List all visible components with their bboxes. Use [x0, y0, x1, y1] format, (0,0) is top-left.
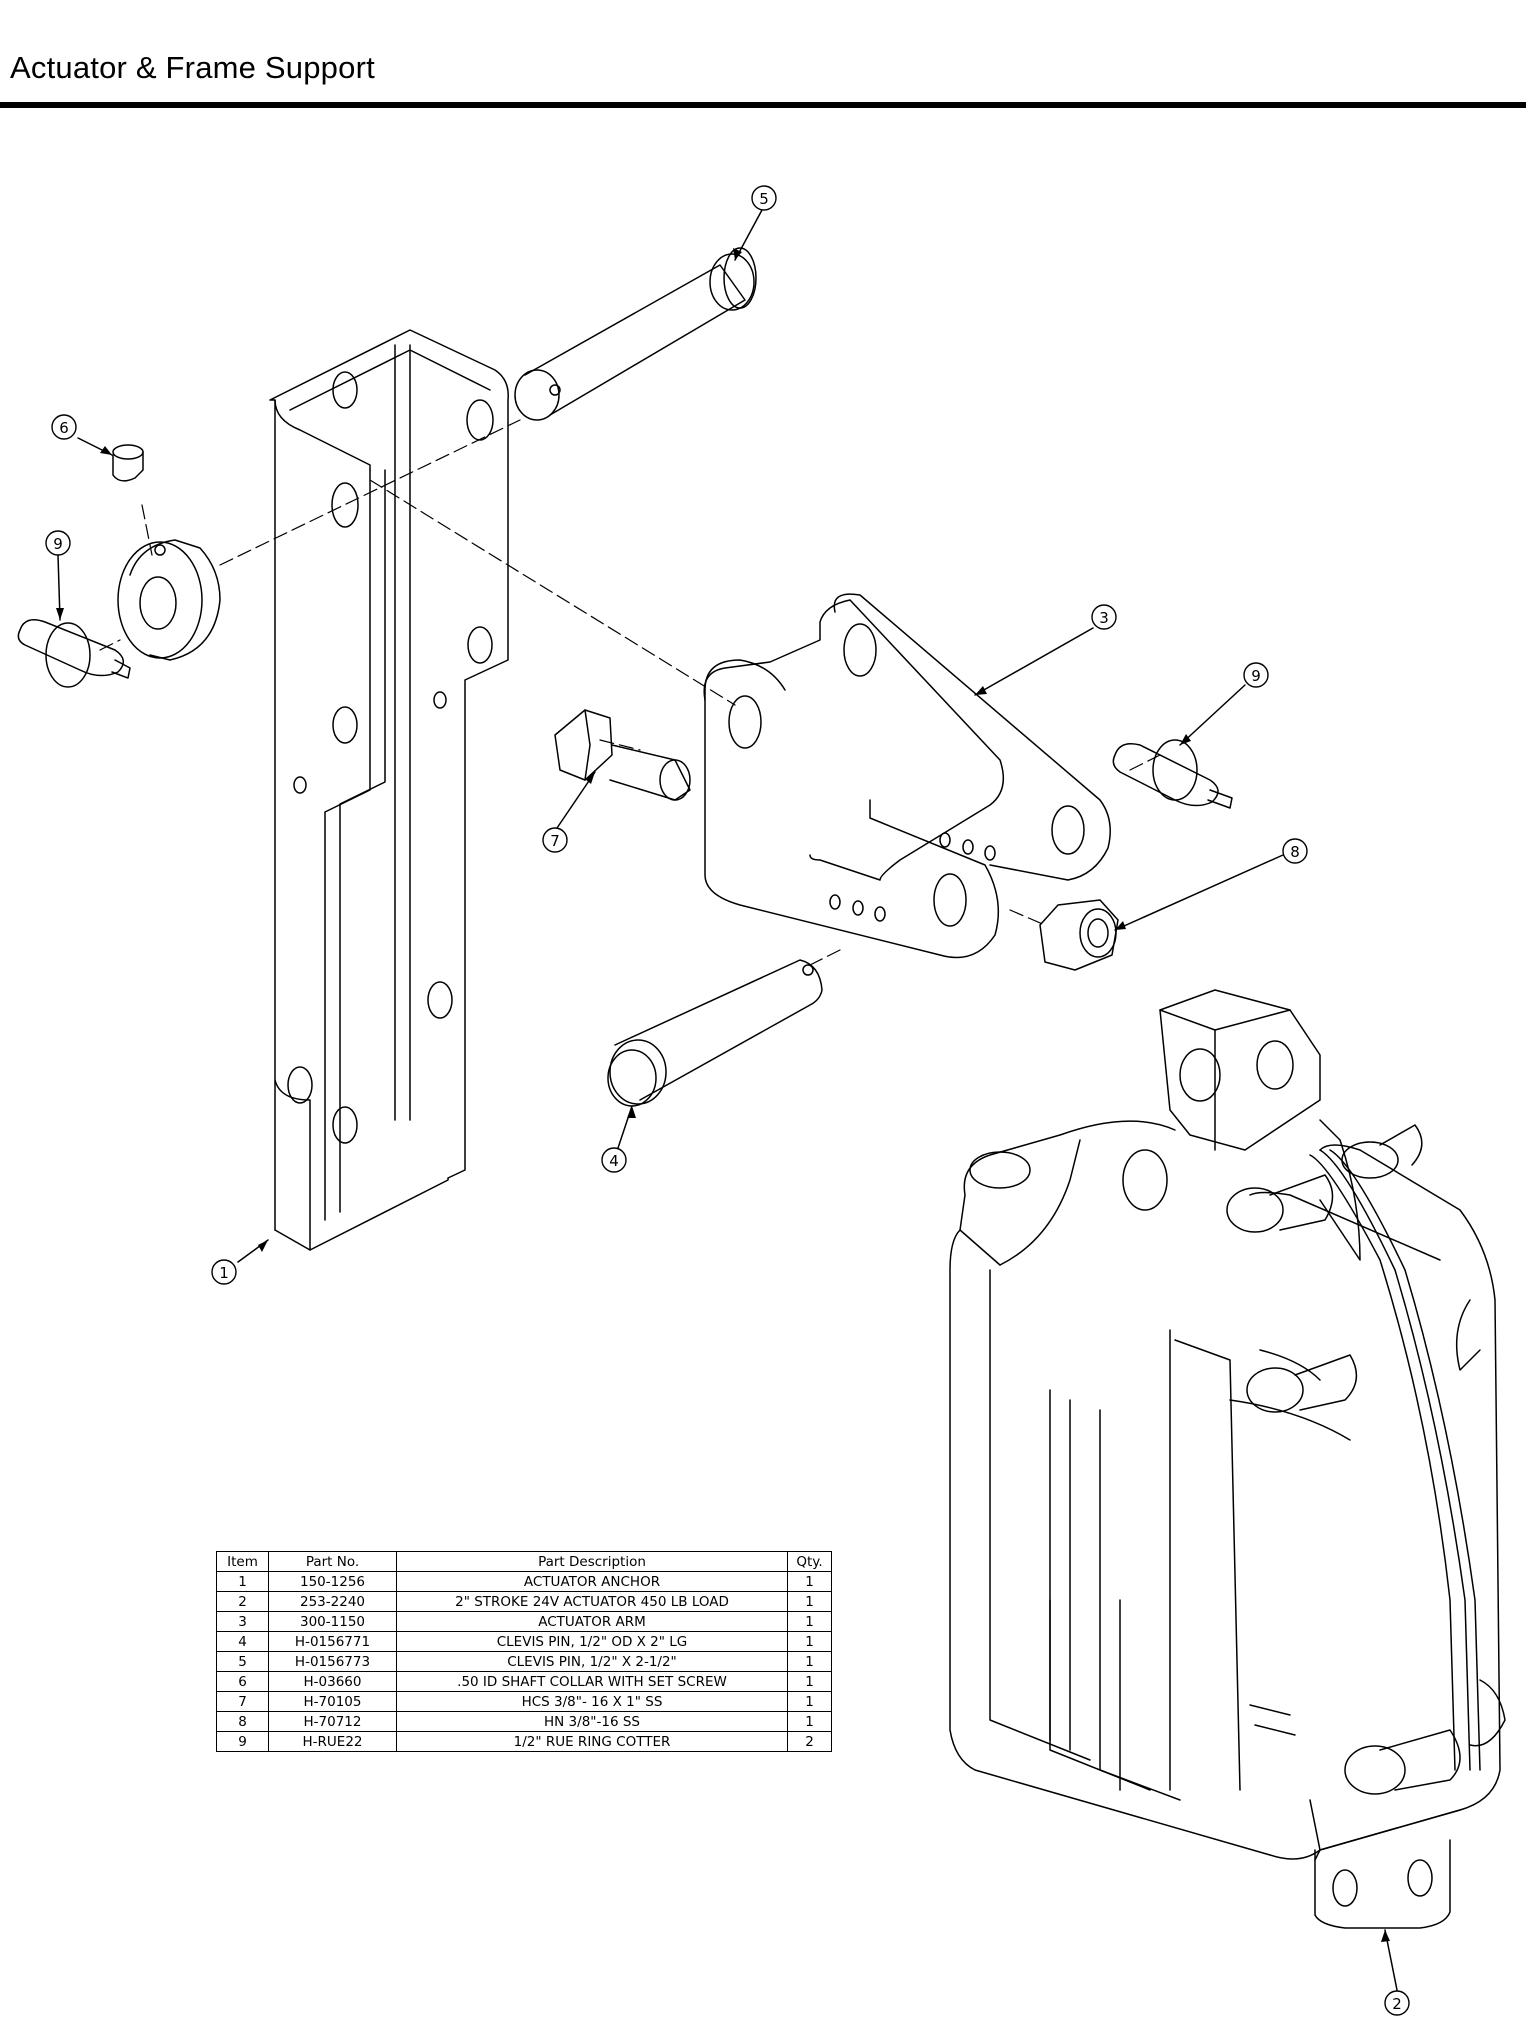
cell-qty: 1	[787, 1571, 832, 1592]
cell-qty: 1	[787, 1711, 832, 1732]
cell-item: 4	[216, 1631, 269, 1652]
svg-text:1: 1	[219, 1264, 229, 1282]
callout-9-left: 9	[45, 530, 71, 556]
cell-description: HN 3/8"-16 SS	[396, 1711, 788, 1732]
cell-description: CLEVIS PIN, 1/2" X 2-1/2"	[396, 1651, 788, 1672]
cell-part-no: 150-1256	[268, 1571, 397, 1592]
rue-ring-cotter-right-part	[1112, 739, 1233, 809]
cell-description: CLEVIS PIN, 1/2" OD X 2" LG	[396, 1631, 788, 1652]
cell-description: ACTUATOR ANCHOR	[396, 1571, 788, 1592]
cell-item: 6	[216, 1671, 269, 1692]
hex-cap-screw-part	[554, 709, 691, 801]
svg-text:5: 5	[759, 190, 769, 208]
svg-text:3: 3	[1099, 609, 1109, 627]
table-header-row: Item Part No. Part Description Qty.	[216, 1551, 832, 1572]
cell-description: .50 ID SHAFT COLLAR WITH SET SCREW	[396, 1671, 788, 1692]
cell-qty: 1	[787, 1631, 832, 1652]
leader-arrowheads	[56, 248, 1390, 1942]
column-header-item: Item	[216, 1551, 269, 1572]
cell-qty: 2	[787, 1731, 832, 1752]
clevis-pin-upper-part	[514, 247, 757, 421]
cell-qty: 1	[787, 1651, 832, 1672]
set-screw-part	[112, 444, 144, 482]
page-title: Actuator & Frame Support	[10, 50, 375, 85]
cell-qty: 1	[787, 1591, 832, 1612]
cell-item: 5	[216, 1651, 269, 1672]
cell-description: HCS 3/8"- 16 X 1" SS	[396, 1691, 788, 1712]
cell-part-no: H-70712	[268, 1711, 397, 1732]
callout-9-right: 9	[1243, 662, 1269, 688]
callout-7: 7	[542, 827, 568, 853]
cell-part-no: 300-1150	[268, 1611, 397, 1632]
svg-text:7: 7	[550, 832, 560, 850]
cell-part-no: H-0156773	[268, 1651, 397, 1672]
column-header-qty: Qty.	[787, 1551, 832, 1572]
callout-3: 3	[1091, 604, 1117, 630]
cell-part-no: H-03660	[268, 1671, 397, 1692]
cell-part-no: H-RUE22	[268, 1731, 397, 1752]
cell-description: 1/2" RUE RING COTTER	[396, 1731, 788, 1752]
cell-description: 2" STROKE 24V ACTUATOR 450 LB LOAD	[396, 1591, 788, 1612]
shaft-collar-part	[117, 539, 221, 661]
svg-text:9: 9	[53, 535, 63, 553]
svg-text:2: 2	[1392, 1995, 1402, 2013]
cell-item: 2	[216, 1591, 269, 1612]
cell-item: 9	[216, 1731, 269, 1752]
callout-4: 4	[601, 1147, 627, 1173]
callout-6: 6	[51, 414, 77, 440]
clevis-pin-lower-part	[607, 959, 823, 1107]
cell-part-no: H-70105	[268, 1691, 397, 1712]
hex-nut-part	[1039, 899, 1119, 971]
svg-text:6: 6	[59, 419, 69, 437]
actuator-arm-part	[703, 593, 1111, 959]
cell-item: 8	[216, 1711, 269, 1732]
cell-part-no: H-0156771	[268, 1631, 397, 1652]
cell-qty: 1	[787, 1691, 832, 1712]
linear-actuator-part	[949, 989, 1506, 1929]
header-rule	[0, 102, 1526, 108]
callout-1: 1	[211, 1259, 237, 1285]
cell-item: 7	[216, 1691, 269, 1712]
svg-text:9: 9	[1251, 667, 1261, 685]
column-header-part-no: Part No.	[268, 1551, 397, 1572]
cell-item: 1	[216, 1571, 269, 1592]
assembly-centerlines	[99, 419, 1161, 966]
callout-8: 8	[1282, 838, 1308, 864]
cell-description: ACTUATOR ARM	[396, 1611, 788, 1632]
callout-2: 2	[1384, 1990, 1410, 2016]
cell-qty: 1	[787, 1611, 832, 1632]
column-header-description: Part Description	[396, 1551, 788, 1572]
callout-5: 5	[751, 185, 777, 211]
cell-part-no: 253-2240	[268, 1591, 397, 1612]
actuator-anchor-part	[269, 329, 509, 1251]
cell-item: 3	[216, 1611, 269, 1632]
svg-text:8: 8	[1290, 843, 1300, 861]
cell-qty: 1	[787, 1671, 832, 1692]
svg-text:4: 4	[609, 1152, 619, 1170]
rue-ring-cotter-left-part	[17, 619, 131, 688]
